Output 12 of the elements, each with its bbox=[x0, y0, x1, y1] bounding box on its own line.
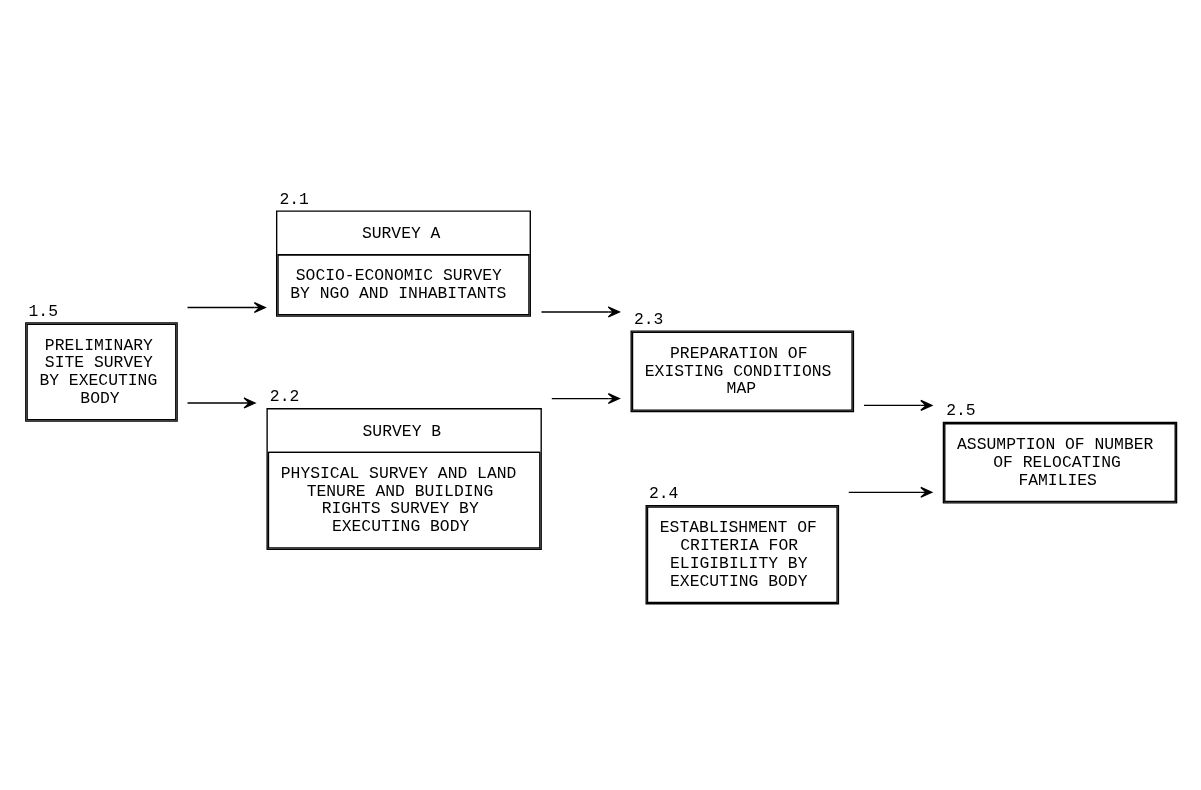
node-label: 2.1 bbox=[279, 189, 309, 209]
node-label: 2.4 bbox=[648, 483, 679, 503]
node-label: 2.2 bbox=[269, 386, 300, 406]
arrow bbox=[848, 486, 933, 498]
node-label: 2.5 bbox=[946, 400, 976, 420]
arrow bbox=[551, 392, 620, 404]
node-label: 1.5 bbox=[28, 301, 58, 321]
arrow bbox=[186, 396, 256, 409]
arrow bbox=[540, 305, 620, 318]
arrow bbox=[186, 301, 266, 313]
arrow bbox=[863, 399, 933, 411]
node-label: 2.3 bbox=[633, 309, 664, 329]
